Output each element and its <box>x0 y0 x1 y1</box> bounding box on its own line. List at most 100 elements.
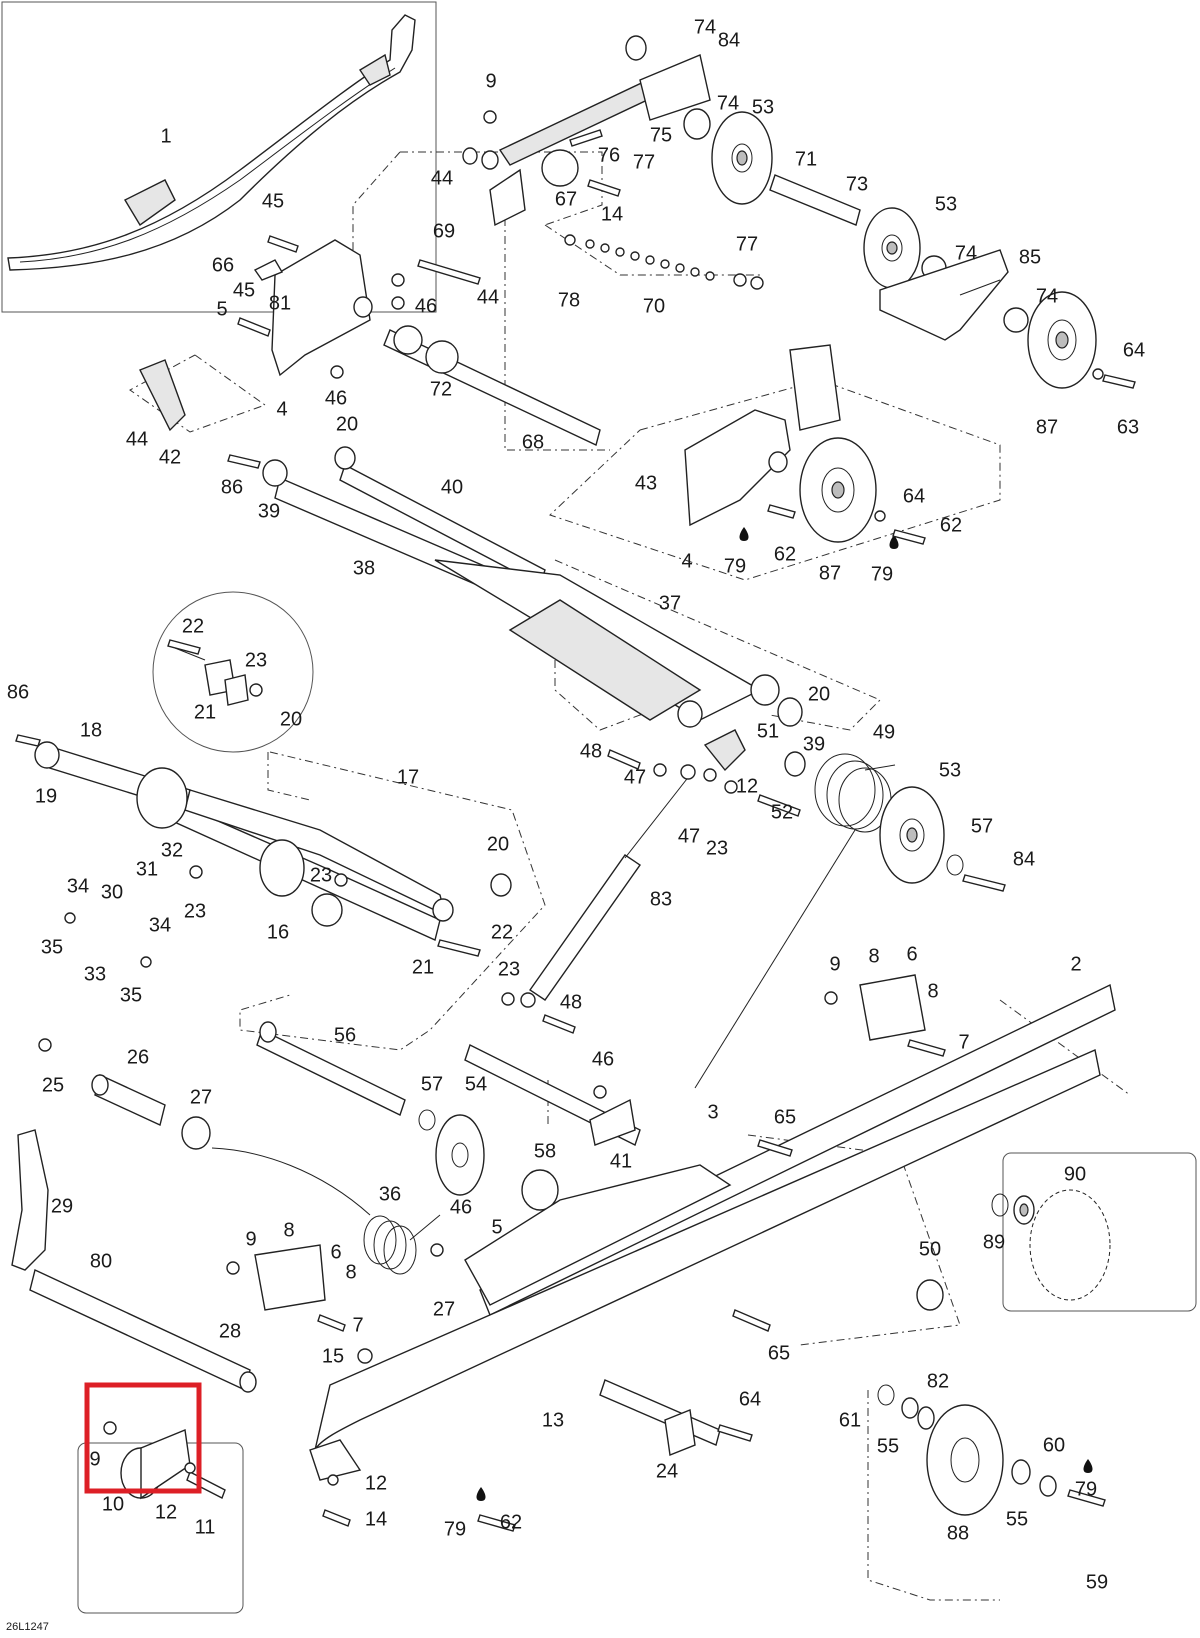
inset-circle-bracket <box>152 591 314 753</box>
callout-c53b: 53 <box>935 193 957 215</box>
callout-c45a: 45 <box>262 190 284 212</box>
callout-c46b: 46 <box>325 387 347 409</box>
part-wheel-87-lower <box>799 437 877 543</box>
callout-c20b: 20 <box>808 683 830 705</box>
callout-c85: 85 <box>1019 246 1041 268</box>
callout-c1: 1 <box>160 125 171 147</box>
part-axle-24 <box>599 1379 721 1456</box>
callout-c20d: 20 <box>487 833 509 855</box>
part-bearing-90 <box>991 1189 1111 1301</box>
part-main-frame <box>262 446 806 777</box>
callout-c61: 61 <box>839 1409 861 1431</box>
callout-c55b: 55 <box>1006 1508 1028 1530</box>
drawing-reference: 26L1247 <box>6 1621 49 1633</box>
callout-c33: 33 <box>84 963 106 985</box>
callout-c22a: 22 <box>182 615 204 637</box>
part-stopper-10 <box>103 1421 226 1500</box>
part-wheel-54 <box>435 1114 485 1196</box>
callout-c27b: 27 <box>433 1298 455 1320</box>
callout-c19: 19 <box>35 785 57 807</box>
callout-c65b: 65 <box>768 1342 790 1364</box>
callout-c62a: 62 <box>774 543 796 565</box>
callout-c16: 16 <box>267 921 289 943</box>
part-bearing-55-upper <box>917 1406 935 1430</box>
callout-c2: 2 <box>1070 953 1081 975</box>
callout-c8d: 8 <box>345 1261 356 1283</box>
callout-c70: 70 <box>643 295 665 317</box>
callout-c79c: 79 <box>1075 1478 1097 1500</box>
callout-c77a: 77 <box>633 151 655 173</box>
callout-c10: 10 <box>102 1493 124 1515</box>
callout-c66: 66 <box>212 254 234 276</box>
inset-box-bearing <box>1002 1152 1197 1312</box>
callout-c23e: 23 <box>498 958 520 980</box>
callout-c62b: 62 <box>940 514 962 536</box>
part-bracket-51 <box>703 729 746 772</box>
callout-c32: 32 <box>161 839 183 861</box>
callout-c8a: 8 <box>868 945 879 967</box>
callout-c25: 25 <box>42 1074 64 1096</box>
callout-c86b: 86 <box>7 681 29 703</box>
callout-c46a: 46 <box>415 295 437 317</box>
callout-c13: 13 <box>542 1409 564 1431</box>
callout-c54: 54 <box>465 1073 487 1095</box>
part-washer-60 <box>1039 1475 1057 1497</box>
callout-c76: 76 <box>598 144 620 166</box>
part-rod-80 <box>29 1269 257 1393</box>
callout-c22b: 22 <box>491 921 513 943</box>
callout-c17: 17 <box>397 766 419 788</box>
part-block-50 <box>916 1279 944 1311</box>
part-spacer-74-right <box>1003 307 1029 333</box>
part-rail-top <box>7 14 416 271</box>
callout-c5a: 5 <box>216 298 227 320</box>
callout-c34a: 34 <box>67 875 89 897</box>
part-spring-49 <box>694 753 896 1089</box>
callout-c79b: 79 <box>871 563 893 585</box>
callout-c39a: 39 <box>258 500 280 522</box>
callout-c58: 58 <box>534 1140 556 1162</box>
callout-c35a: 35 <box>41 936 63 958</box>
callout-c7a: 7 <box>958 1031 969 1053</box>
callout-c7b: 7 <box>352 1314 363 1336</box>
callout-c81: 81 <box>269 292 291 314</box>
callout-c82: 82 <box>927 1370 949 1392</box>
inset-box-rail-top <box>1 1 437 313</box>
callout-c69: 69 <box>433 220 455 242</box>
part-link-29 <box>11 1129 49 1271</box>
callout-c53a: 53 <box>752 96 774 118</box>
callout-c62c: 62 <box>500 1511 522 1533</box>
part-wheel-88 <box>926 1404 1004 1516</box>
callout-c59: 59 <box>1086 1571 1108 1593</box>
callout-c8c: 8 <box>283 1219 294 1241</box>
callout-c20c: 20 <box>280 708 302 730</box>
callout-c9d: 9 <box>89 1448 100 1470</box>
part-spacer-58 <box>521 1169 559 1211</box>
callout-c31: 31 <box>136 858 158 880</box>
callout-c73: 73 <box>846 173 868 195</box>
callout-c34b: 34 <box>149 914 171 936</box>
callout-labels: 1234455667788889999101112121213141415161… <box>7 16 1145 1593</box>
callout-c71: 71 <box>795 148 817 170</box>
callout-c86a: 86 <box>221 476 243 498</box>
part-bracket-4-upper <box>139 239 373 432</box>
part-shims-70 <box>564 234 764 290</box>
callout-c68: 68 <box>522 431 544 453</box>
callout-c18: 18 <box>80 719 102 741</box>
part-ring-57 <box>946 854 964 876</box>
callout-c74d: 74 <box>1036 285 1058 307</box>
callout-c9b: 9 <box>829 953 840 975</box>
part-shock-83 <box>520 764 696 1008</box>
callout-c29: 29 <box>51 1195 73 1217</box>
callout-c14b: 14 <box>365 1508 387 1530</box>
callout-c20a: 20 <box>336 413 358 435</box>
callout-c9a: 9 <box>485 70 496 92</box>
callout-c78: 78 <box>558 289 580 311</box>
part-ring-82 <box>901 1397 919 1419</box>
callout-c4b: 4 <box>681 550 692 572</box>
callout-c3: 3 <box>707 1101 718 1123</box>
callout-c48b: 48 <box>560 991 582 1013</box>
callout-c57a: 57 <box>971 815 993 837</box>
callout-c44b: 44 <box>477 286 499 308</box>
part-spacer-26 <box>91 1074 166 1126</box>
callout-c11: 11 <box>195 1516 216 1538</box>
